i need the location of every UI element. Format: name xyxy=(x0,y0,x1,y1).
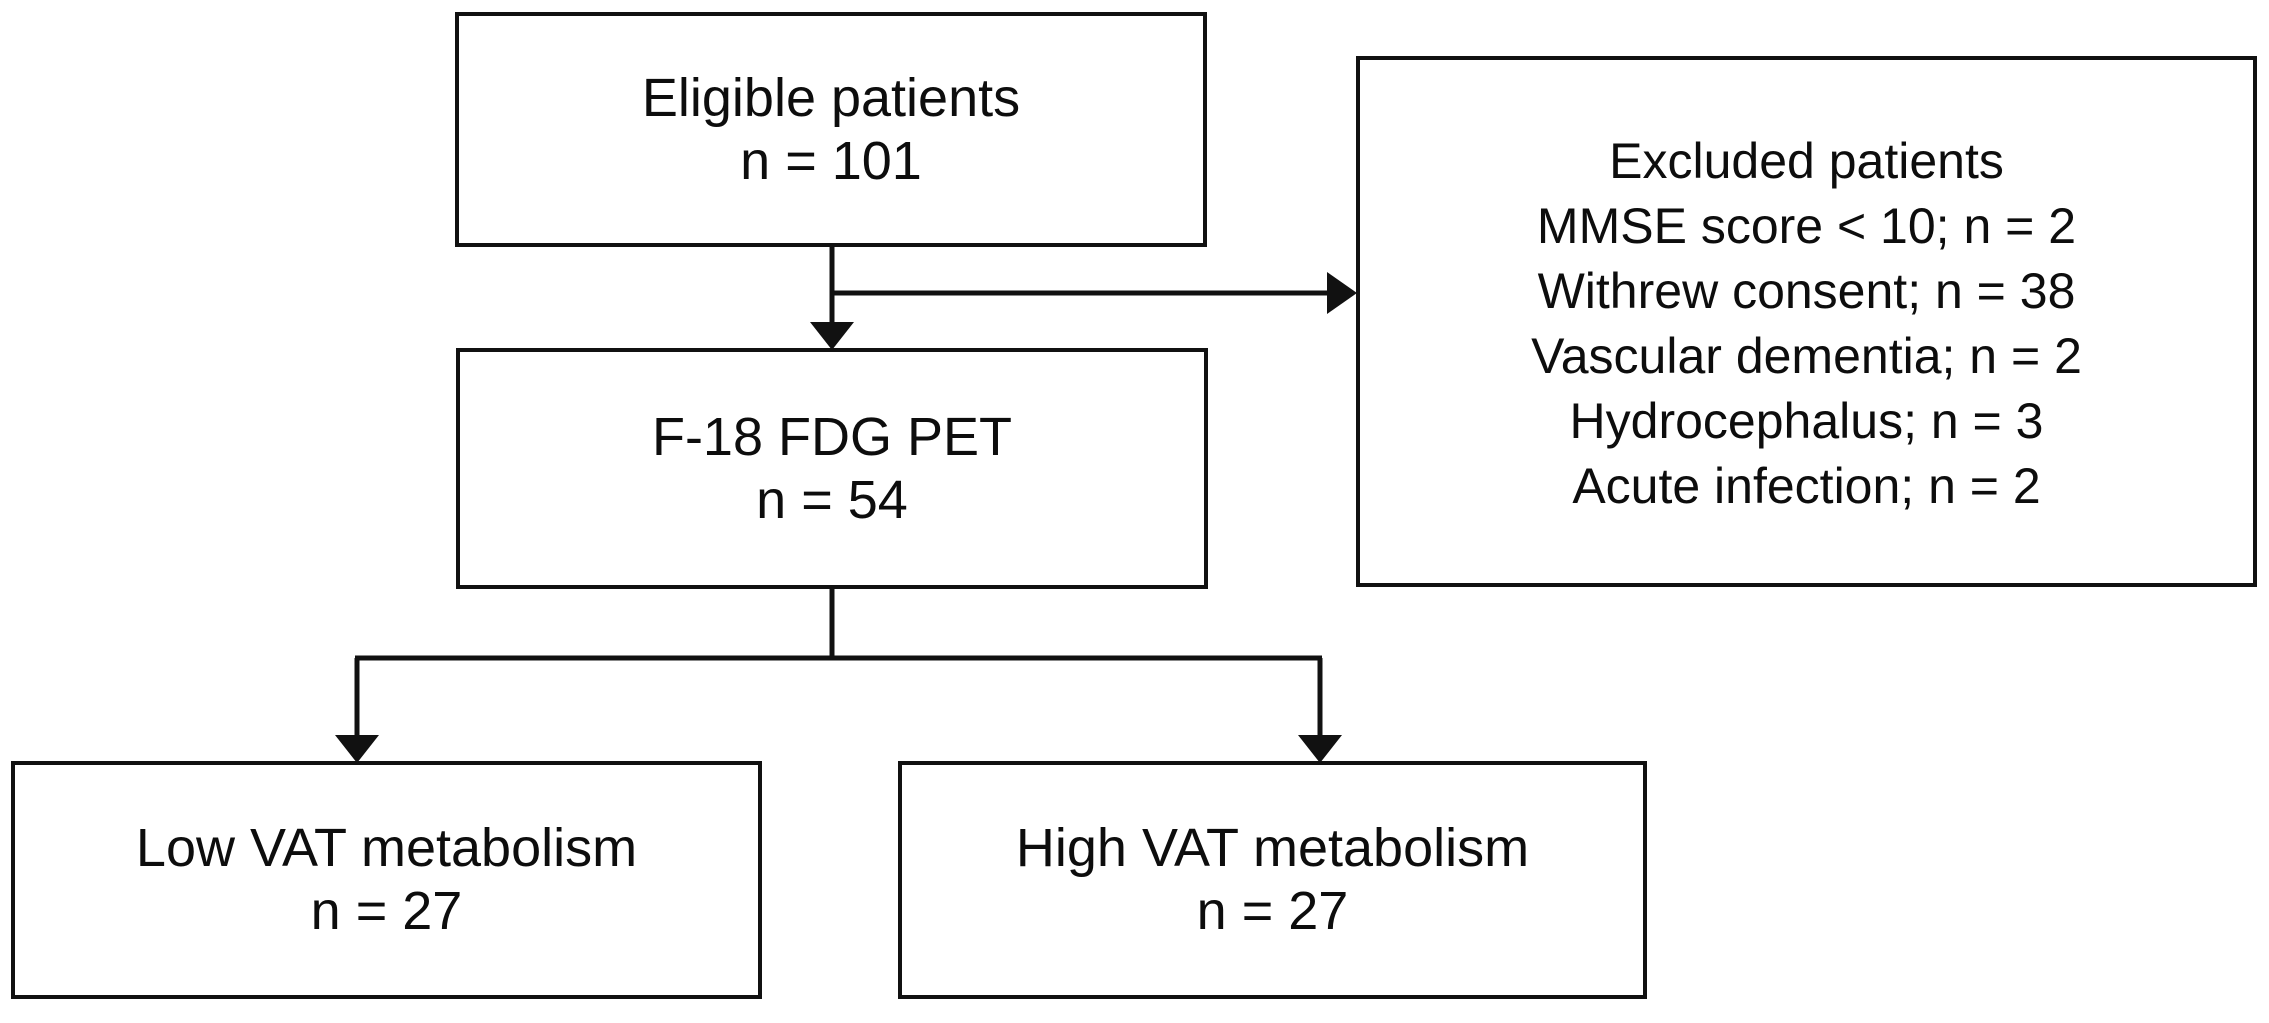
eligible-patients-count: n = 101 xyxy=(740,130,922,191)
excluded-reason-vascular-dementia: Vascular dementia; n = 2 xyxy=(1531,327,2082,384)
excluded-reason-mmse: MMSE score < 10; n = 2 xyxy=(1536,197,2077,254)
edge-branch-to-low-vat xyxy=(335,658,379,763)
edge-fdgpet-branch xyxy=(355,589,1322,661)
node-f18-fdg-pet: F-18 FDG PET n = 54 xyxy=(456,348,1208,589)
low-vat-metabolism-label: Low VAT metabolism xyxy=(135,818,638,879)
excluded-reason-withdrew-consent: Withrew consent; n = 38 xyxy=(1537,262,2076,319)
f18-fdg-pet-label: F-18 FDG PET xyxy=(651,406,1013,467)
low-vat-metabolism-count: n = 27 xyxy=(310,881,463,941)
node-excluded-patients: Excluded patients MMSE score < 10; n = 2… xyxy=(1356,56,2257,587)
excluded-reason-acute-infection: Acute infection; n = 2 xyxy=(1572,457,2041,514)
edge-branch-to-high-vat xyxy=(1298,658,1342,763)
f18-fdg-pet-count: n = 54 xyxy=(756,469,908,530)
excluded-reason-hydrocephalus: Hydrocephalus; n = 3 xyxy=(1569,392,2044,449)
node-eligible-patients: Eligible patients n = 101 xyxy=(455,12,1207,247)
high-vat-metabolism-label: High VAT metabolism xyxy=(1015,818,1530,879)
high-vat-metabolism-count: n = 27 xyxy=(1196,881,1349,941)
node-low-vat-metabolism: Low VAT metabolism n = 27 xyxy=(11,761,762,999)
edge-eligible-to-fdgpet xyxy=(810,247,854,350)
node-high-vat-metabolism: High VAT metabolism n = 27 xyxy=(898,761,1647,999)
edge-eligible-to-excluded xyxy=(832,272,1357,314)
excluded-patients-heading: Excluded patients xyxy=(1609,132,2004,189)
eligible-patients-label: Eligible patients xyxy=(641,67,1021,128)
